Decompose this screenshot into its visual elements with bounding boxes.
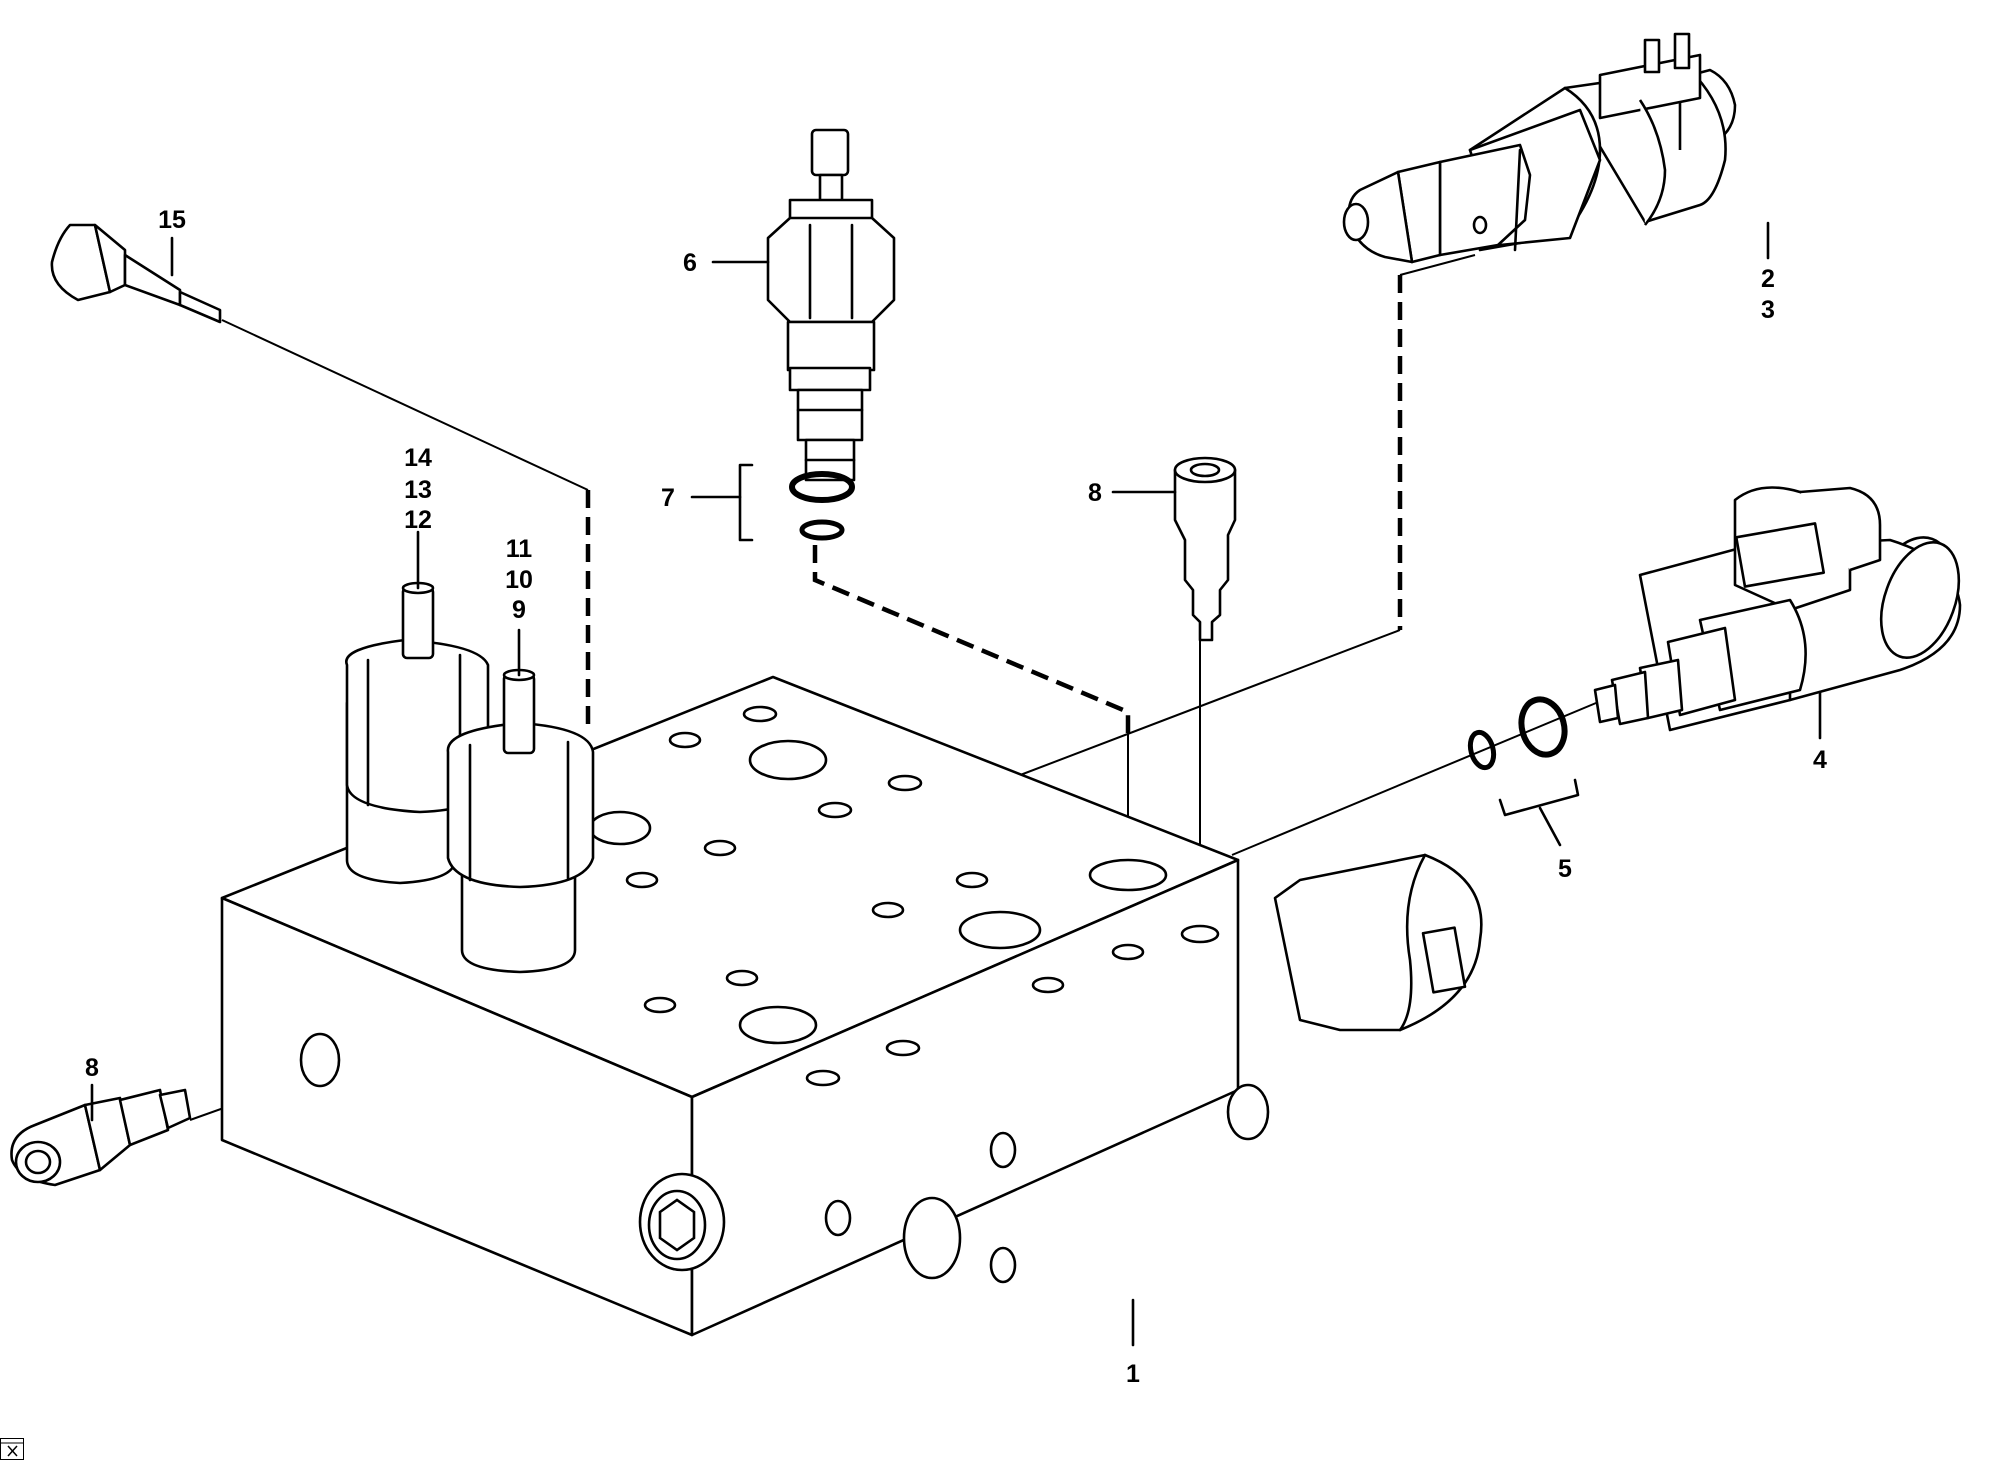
valve-block bbox=[220, 675, 1483, 1337]
label-3: 3 bbox=[1761, 296, 1775, 324]
label-1: 1 bbox=[1126, 1360, 1140, 1388]
label-7: 7 bbox=[661, 484, 675, 512]
label-13: 13 bbox=[404, 476, 432, 504]
callout-labels: 1 2 3 4 5 6 7 8 8 9 10 11 12 13 14 15 bbox=[85, 206, 1827, 1388]
pressure-sensor-9-11 bbox=[446, 668, 595, 974]
label-8-left: 8 bbox=[85, 1054, 99, 1082]
label-9: 9 bbox=[512, 596, 526, 624]
hex-socket-plug bbox=[638, 1172, 726, 1272]
label-11: 11 bbox=[506, 535, 533, 563]
label-14: 14 bbox=[404, 444, 432, 472]
label-5: 5 bbox=[1558, 855, 1572, 883]
relief-valve-6 bbox=[766, 128, 896, 482]
label-15: 15 bbox=[158, 206, 186, 234]
top-face-ports bbox=[588, 705, 1220, 1087]
label-12: 12 bbox=[404, 506, 432, 534]
label-4: 4 bbox=[1813, 746, 1827, 774]
o-rings-7 bbox=[738, 463, 855, 542]
plug-15 bbox=[50, 223, 222, 324]
plug-8-top bbox=[1173, 456, 1237, 642]
label-8-top: 8 bbox=[1088, 479, 1102, 507]
plug-8-left bbox=[10, 1088, 192, 1187]
label-6: 6 bbox=[683, 249, 697, 277]
o-rings-5 bbox=[1467, 696, 1580, 847]
label-10: 10 bbox=[505, 566, 533, 594]
label-2: 2 bbox=[1761, 265, 1775, 293]
callout-leaders bbox=[90, 221, 1822, 1347]
solenoid-valve-2-3 bbox=[1342, 32, 1737, 264]
broken-image-icon bbox=[0, 1438, 24, 1460]
assembly-lines bbox=[189, 254, 1609, 1121]
side-solenoid-cylinder bbox=[1273, 853, 1483, 1032]
solenoid-valve-4 bbox=[1593, 486, 1962, 732]
